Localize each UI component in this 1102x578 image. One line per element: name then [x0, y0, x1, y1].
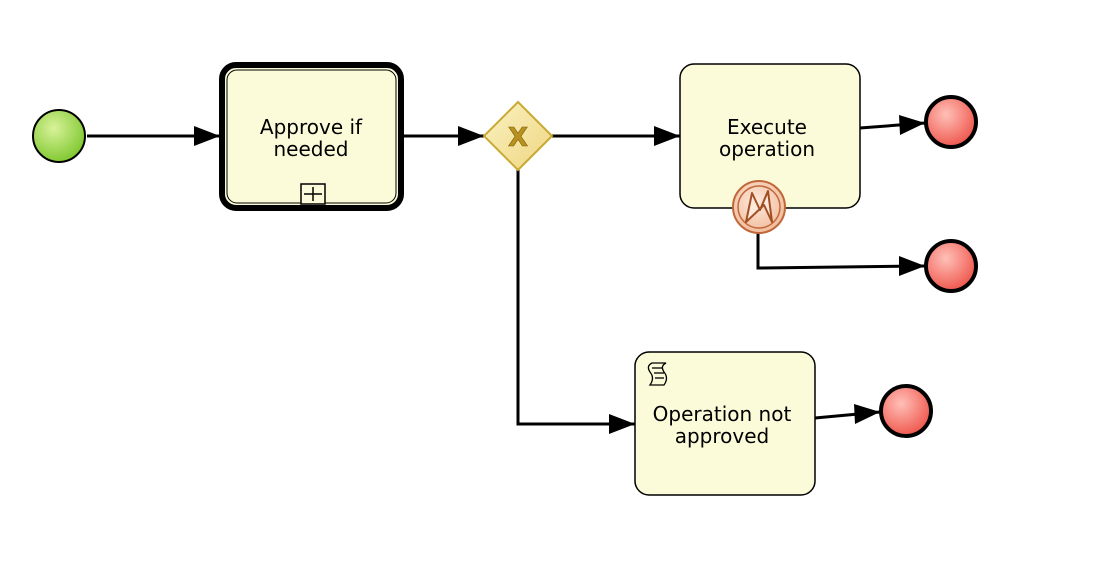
task-approve-if-needed[interactable]: Approve if needed: [219, 62, 404, 211]
lightning-icon: [745, 190, 773, 223]
task-approve-label-line1: Approve if: [260, 115, 363, 139]
exclusive-gateway[interactable]: X: [482, 100, 554, 172]
task-operation-not-approved[interactable]: Operation not approved: [634, 351, 816, 496]
end-event-error[interactable]: [924, 239, 978, 293]
end-event-not-approved[interactable]: [879, 384, 933, 438]
flow-gateway-to-not-approved[interactable]: [516, 170, 635, 426]
task-not-approved-label-line1: Operation not: [653, 402, 792, 426]
task-execute-label-line2: operation: [719, 137, 815, 161]
end-event-execute[interactable]: [924, 95, 978, 149]
sequence-flows: [87, 115, 926, 434]
flow-error-to-end[interactable]: [756, 233, 926, 270]
arrowhead-execute: [654, 126, 680, 146]
task-execute-label-line1: Execute: [727, 115, 807, 139]
task-approve-label-line2: needed: [274, 137, 349, 161]
task-not-approved-label-line2: approved: [675, 424, 770, 448]
gateway-x-icon: X: [508, 123, 528, 153]
arrowhead-end-1: [899, 115, 925, 135]
arrowhead-end-3: [854, 404, 880, 424]
arrowhead-end-2: [899, 256, 925, 276]
arrowhead-approve: [194, 126, 220, 146]
plus-square-icon: [300, 183, 326, 205]
arrowhead-not-approved: [609, 414, 635, 434]
error-boundary-event[interactable]: [732, 180, 786, 234]
arrowhead-gateway: [458, 126, 484, 146]
script-icon: [647, 362, 668, 386]
start-event[interactable]: [32, 109, 86, 163]
